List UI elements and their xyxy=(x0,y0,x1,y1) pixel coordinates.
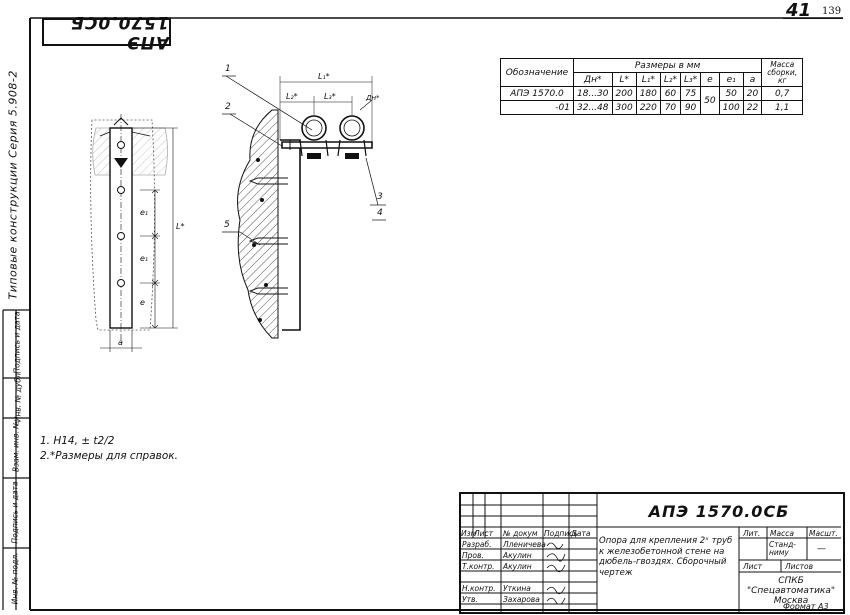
col-l1: L₁* xyxy=(635,72,661,87)
dim-a: а xyxy=(118,338,123,347)
title-block: АПЭ 1570.0СБ Изм Лист № докум Подпись Да… xyxy=(459,492,845,614)
dim-e1-lower: е₁ xyxy=(140,254,149,263)
shared-e-value: 50 xyxy=(700,86,720,115)
title-block-grid xyxy=(461,494,841,612)
table-row: АПЭ 1570.0 18...30 200 180 60 75 50 50 2… xyxy=(500,86,804,115)
dim-dn: Дн* xyxy=(366,94,380,102)
col-e1: е₁ xyxy=(718,72,744,87)
notes: 1. Н14, ± t2/2 2.*Размеры для справок. xyxy=(40,434,178,464)
col-a: а xyxy=(742,72,763,87)
front-view xyxy=(90,114,178,352)
signatures xyxy=(546,542,566,604)
part-description: Опора для крепления 2ˣ труб к железобето… xyxy=(599,536,733,578)
page-number-small: 139 xyxy=(822,6,842,17)
dims-group-header: Размеры в мм xyxy=(572,58,763,73)
col-dn: Дн* xyxy=(573,72,613,87)
callout-2: 2 xyxy=(225,102,231,112)
callout-1: 1 xyxy=(225,64,231,74)
col-e: е xyxy=(700,72,720,87)
col-l3: L₃* xyxy=(679,72,702,87)
dim-l2: L₂* xyxy=(286,92,298,101)
dim-e1-upper: е₁ xyxy=(140,208,149,217)
page-number: 41 xyxy=(786,0,812,21)
section-view xyxy=(222,75,386,339)
note-2: 2.*Размеры для справок. xyxy=(40,450,178,462)
table-row: -01 32...48 300 220 70 90 100 22 1,1 xyxy=(500,100,804,115)
note-1: 1. Н14, ± t2/2 xyxy=(40,435,115,447)
format-label: Формат А3 xyxy=(783,602,829,611)
col-l: L* xyxy=(611,72,637,87)
callout-3: 3 xyxy=(377,192,383,202)
dim-l: L* xyxy=(176,222,185,231)
dim-e: е xyxy=(140,298,145,307)
mass-header: Масса сборки, кг xyxy=(761,58,804,87)
callout-4: 4 xyxy=(377,208,383,218)
dim-l1: L₁* xyxy=(318,72,330,81)
designation-title: АПЭ 1570.0СБ xyxy=(648,502,790,521)
col-l2: L₂* xyxy=(659,72,682,87)
callout-5: 5 xyxy=(224,220,230,230)
col-designation: Обозначение xyxy=(500,58,574,87)
dim-l3: L₃* xyxy=(324,92,336,101)
organization: СПКБ "Спецавтоматика" Москва xyxy=(746,576,836,606)
inverted-designation-stamp: АПЭ 1570.0СБ xyxy=(42,12,171,52)
dimension-table: Обозначение Размеры в мм Масса сборки, к… xyxy=(500,58,804,115)
